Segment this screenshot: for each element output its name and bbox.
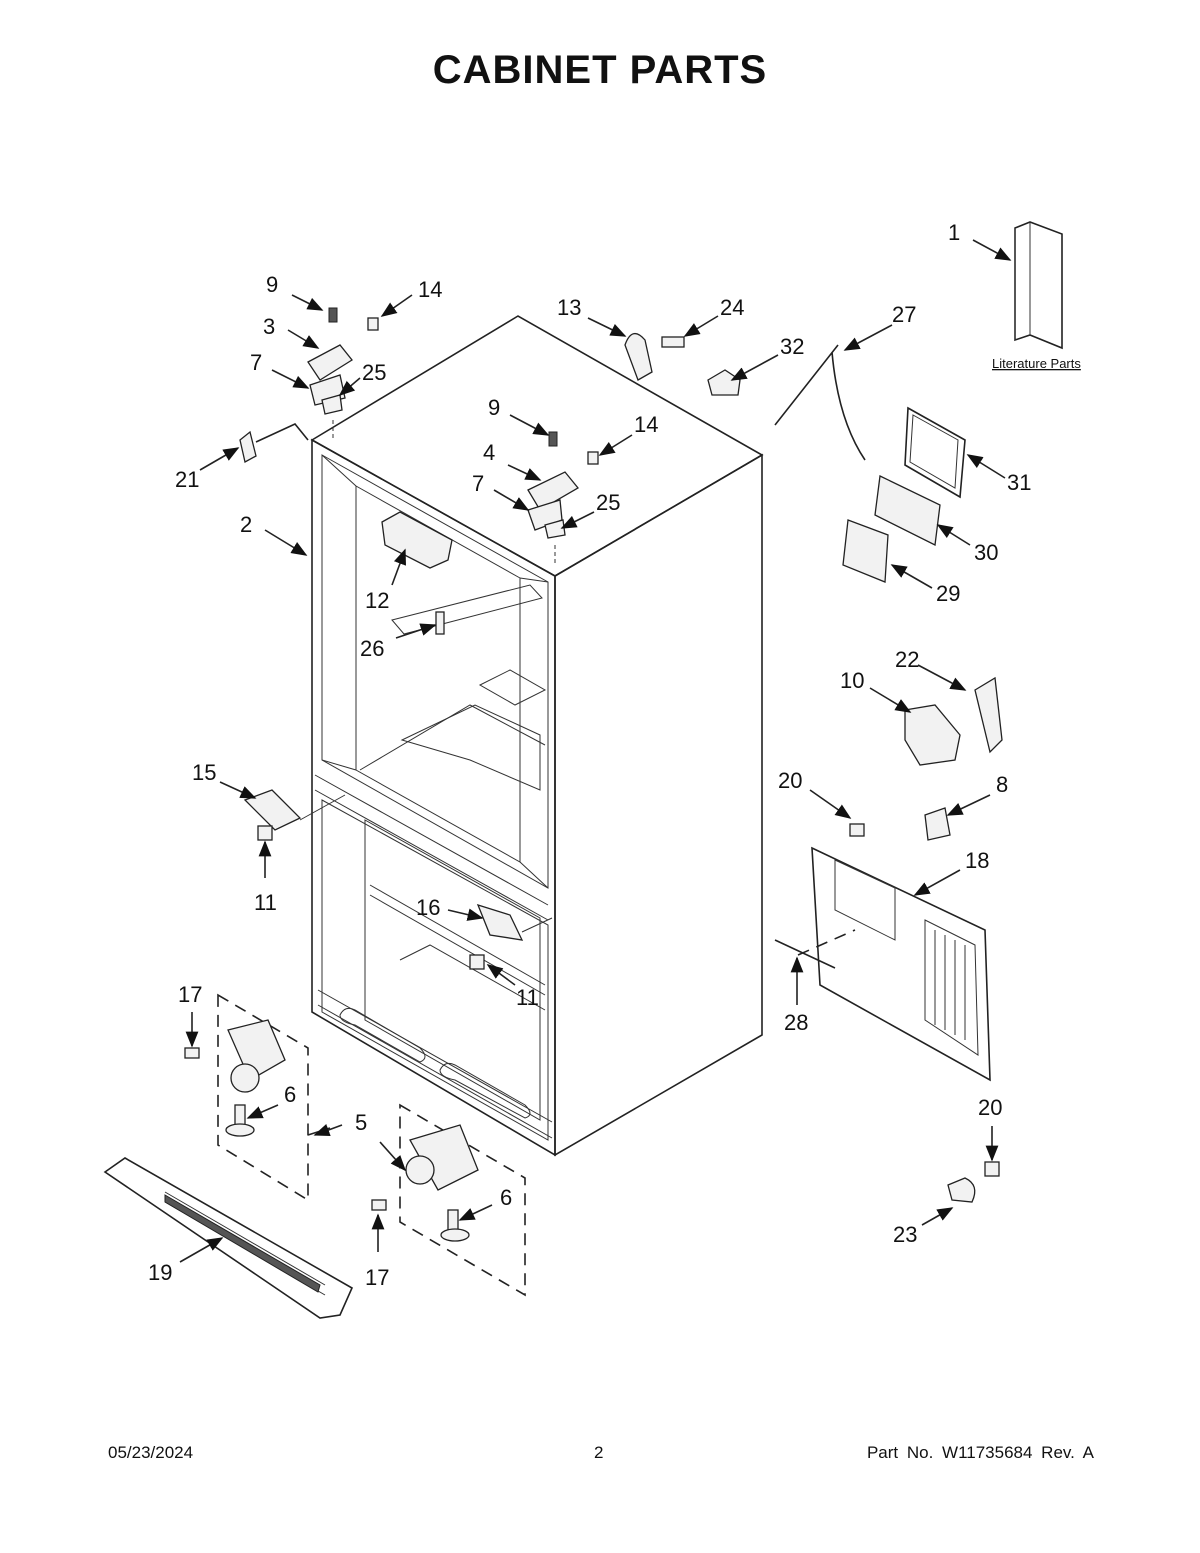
callout-20a: 20 <box>778 768 802 793</box>
leveler-right <box>371 1103 526 1297</box>
callout-9a: 9 <box>266 272 278 297</box>
callout-6a: 6 <box>284 1082 296 1107</box>
top-hinge-right <box>527 431 599 565</box>
part-22 <box>974 676 1003 754</box>
part-20-lower <box>984 1161 1000 1177</box>
callout-15: 15 <box>192 760 216 785</box>
leader-arrows <box>179 239 1012 1263</box>
callout-21: 21 <box>175 467 199 492</box>
footer-page-number: 2 <box>594 1443 604 1462</box>
callout-9b: 9 <box>488 395 500 420</box>
callout-18: 18 <box>965 848 989 873</box>
cabinet-shell <box>310 315 764 1157</box>
part-19 <box>103 1157 354 1319</box>
callout-31: 31 <box>1007 470 1031 495</box>
callout-32: 32 <box>780 334 804 359</box>
callout-14b: 14 <box>634 412 658 437</box>
callout-11a: 11 <box>254 890 277 915</box>
callout-11b: 11 <box>516 985 539 1010</box>
callout-24: 24 <box>720 295 744 320</box>
callout-7a: 7 <box>250 350 262 375</box>
callout-14a: 14 <box>418 277 442 302</box>
callout-3: 3 <box>263 314 275 339</box>
part-29 <box>842 519 889 583</box>
footer-part-number: Part No. W11735684 Rev. A <box>866 1443 1094 1462</box>
part-13 <box>624 333 653 381</box>
callout-29: 29 <box>936 581 960 606</box>
callout-17a: 17 <box>178 982 202 1007</box>
callout-25b: 25 <box>596 490 620 515</box>
part-26 <box>435 611 445 635</box>
part-32 <box>707 369 741 396</box>
callout-5: 5 <box>355 1110 367 1135</box>
part-11-left <box>257 825 273 841</box>
part-24 <box>661 336 685 348</box>
part-21 <box>239 430 257 463</box>
callout-19: 19 <box>148 1260 172 1285</box>
part-31 <box>904 406 966 499</box>
part-20-upper <box>849 823 865 837</box>
callout-28: 28 <box>784 1010 808 1035</box>
callout-8: 8 <box>996 772 1008 797</box>
callout-12: 12 <box>365 588 389 613</box>
callout-30: 30 <box>974 540 998 565</box>
callout-20b: 20 <box>978 1095 1002 1120</box>
callout-25a: 25 <box>362 360 386 385</box>
callout-1: 1 <box>948 220 960 245</box>
part-12 <box>381 511 453 569</box>
callout-13: 13 <box>557 295 581 320</box>
callout-10: 10 <box>840 668 864 693</box>
part-30 <box>874 475 941 546</box>
part-27 <box>774 344 866 461</box>
callout-26: 26 <box>360 636 384 661</box>
part-8 <box>924 807 951 841</box>
part-11-right <box>469 954 485 970</box>
callout-22: 22 <box>895 647 919 672</box>
part-18 <box>811 846 991 1082</box>
callout-7b: 7 <box>472 471 484 496</box>
literature-parts-label: Literature Parts <box>992 356 1081 371</box>
callout-6b: 6 <box>500 1185 512 1210</box>
literature-parts <box>1014 221 1063 350</box>
footer-date: 05/23/2024 <box>108 1443 194 1462</box>
callout-27: 27 <box>892 302 916 327</box>
page-title: CABINET PARTS <box>432 48 768 92</box>
leveler-left <box>184 993 309 1202</box>
callout-2: 2 <box>240 512 252 537</box>
callout-23: 23 <box>893 1222 917 1247</box>
part-23 <box>947 1177 976 1203</box>
top-hinge-left <box>307 307 379 438</box>
callout-16: 16 <box>416 895 440 920</box>
callout-4: 4 <box>483 440 495 465</box>
part-16 <box>476 903 524 941</box>
part-28 <box>774 939 836 969</box>
callout-numbers: 1 2 3 4 5 6 6 7 7 8 9 9 10 11 11 12 13 1… <box>148 220 1031 1290</box>
callout-17b: 17 <box>365 1265 389 1290</box>
part-10 <box>904 704 961 766</box>
part-15 <box>243 789 302 831</box>
